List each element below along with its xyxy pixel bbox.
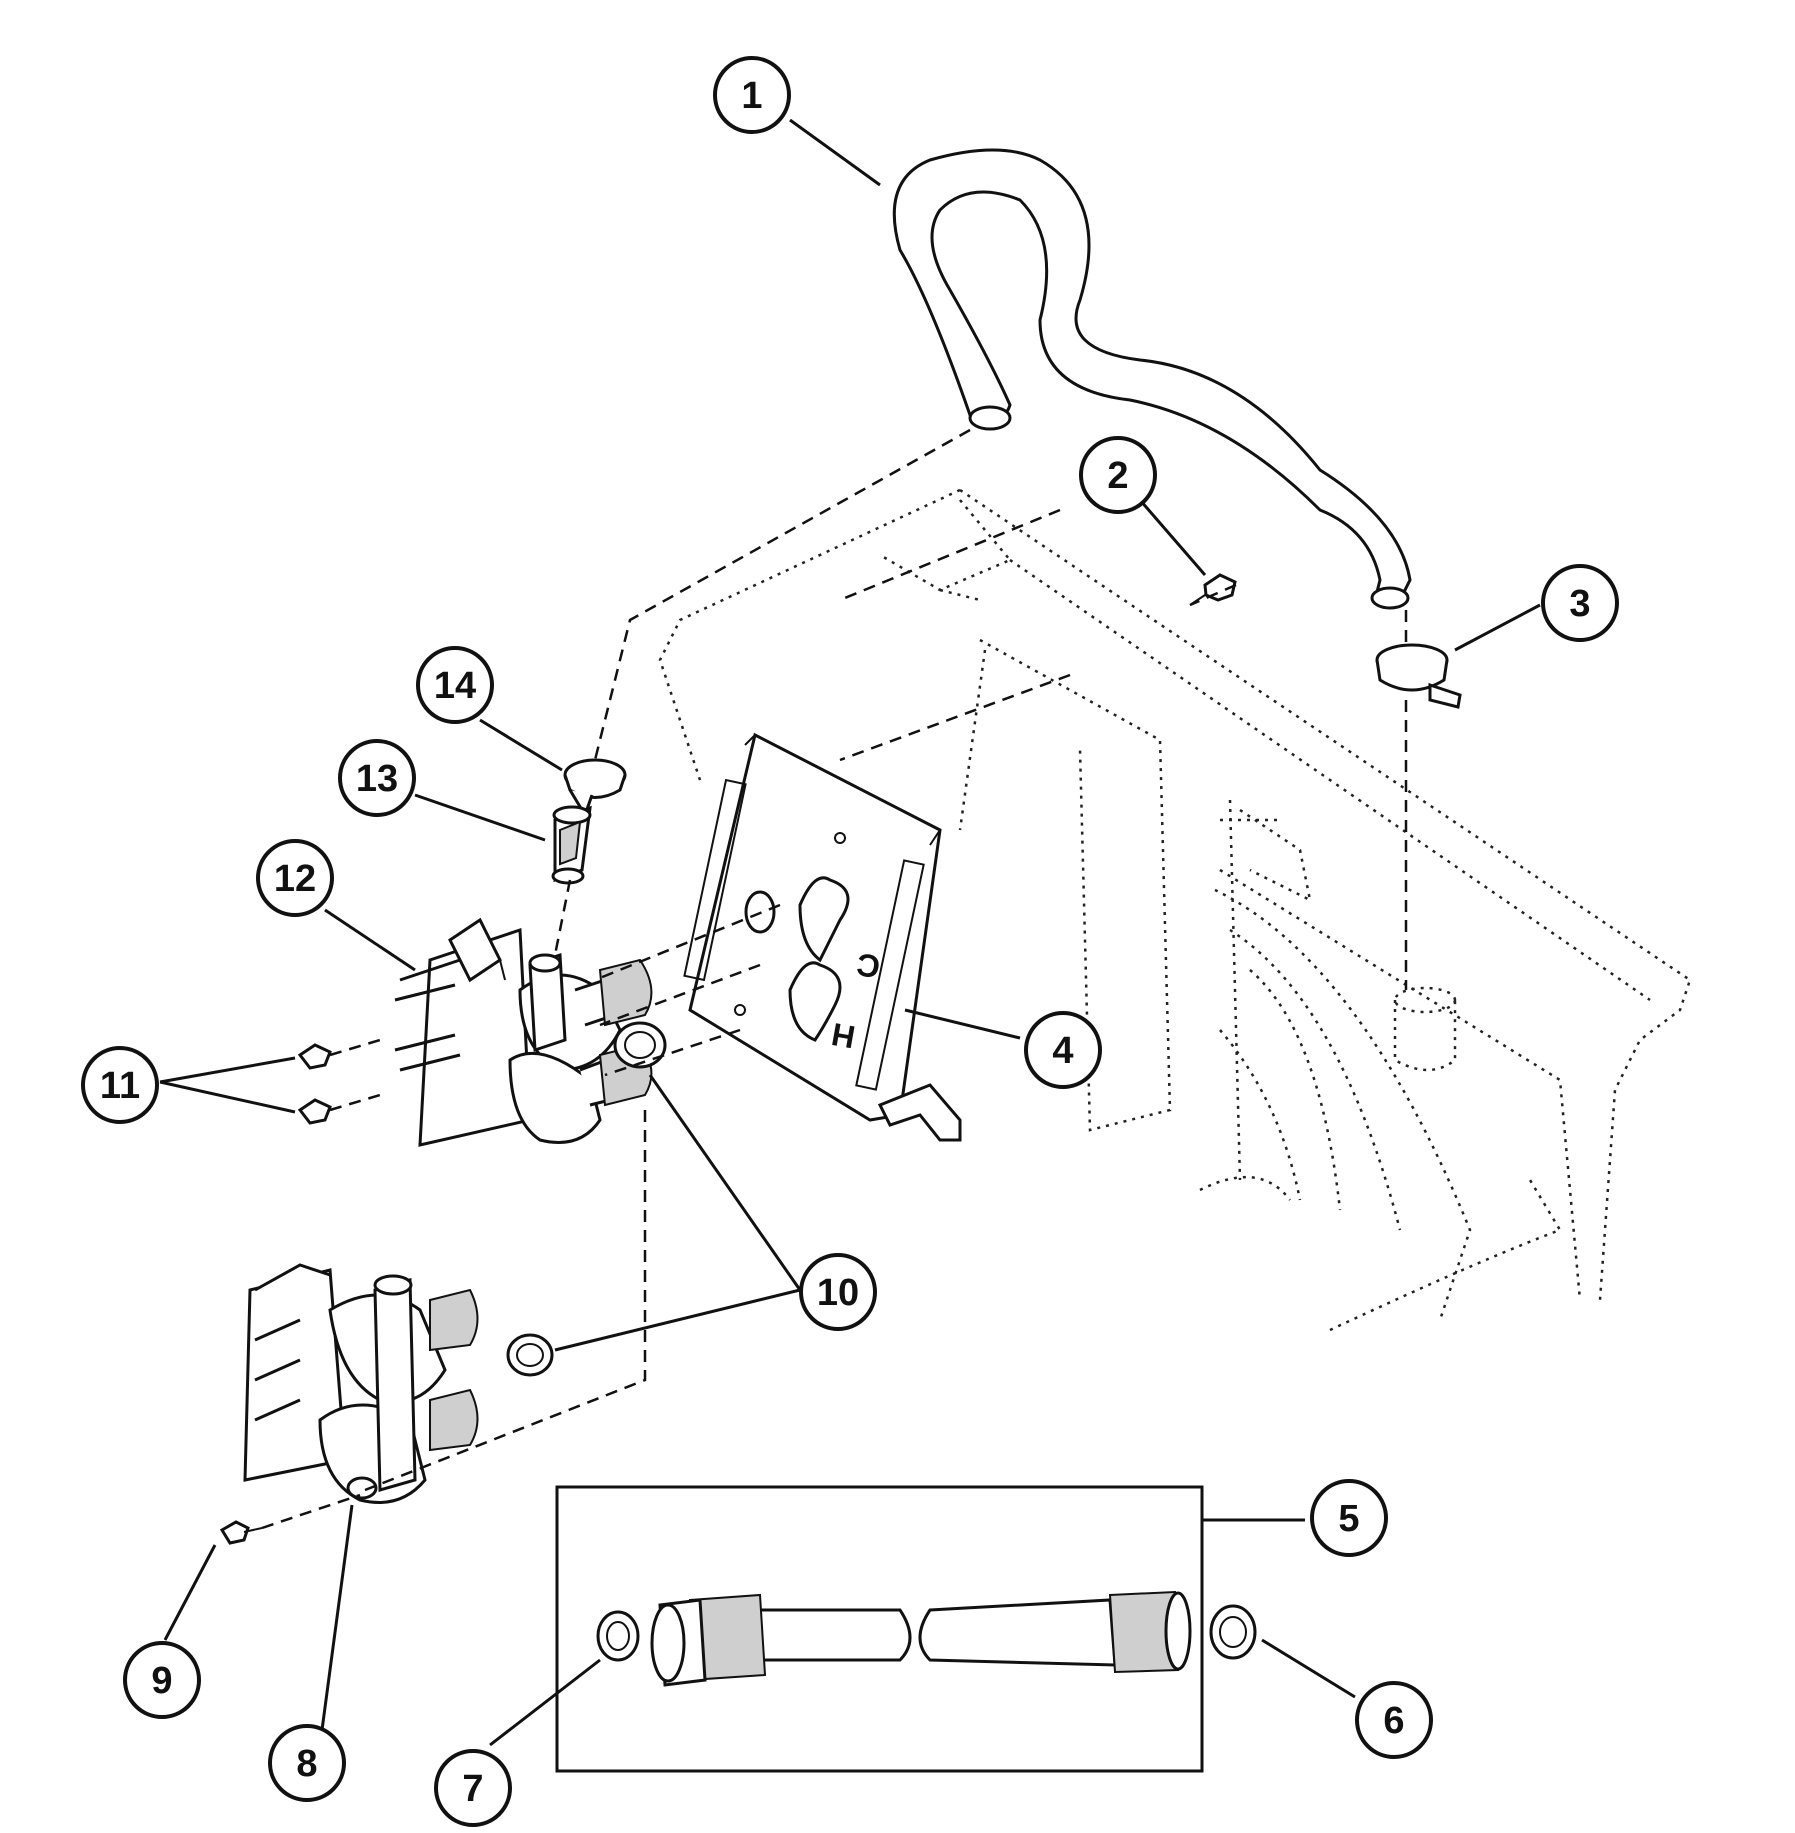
fill-hose bbox=[892, 148, 1412, 610]
callout-6: 6 bbox=[1355, 1681, 1433, 1759]
screw-part-2 bbox=[1189, 573, 1237, 606]
strainer-washer-part-6 bbox=[1209, 1604, 1257, 1660]
svg-text:2: 2 bbox=[1107, 455, 1128, 497]
water-valve-part-12 bbox=[394, 917, 653, 1147]
svg-text:8: 8 bbox=[296, 1743, 317, 1785]
callout-3: 3 bbox=[1541, 564, 1619, 642]
svg-text:3: 3 bbox=[1569, 583, 1590, 625]
svg-text:1: 1 bbox=[741, 75, 762, 117]
callout-9: 9 bbox=[123, 1641, 201, 1719]
strainer-washer-lower bbox=[506, 1333, 554, 1377]
callout-4: 4 bbox=[1024, 1011, 1102, 1089]
water-valve-part-8 bbox=[243, 1263, 479, 1504]
nozzle-part-13 bbox=[551, 805, 592, 885]
callout-1: 1 bbox=[713, 56, 791, 134]
callout-5: 5 bbox=[1310, 1479, 1388, 1557]
callout-14: 14 bbox=[416, 646, 494, 724]
svg-text:13: 13 bbox=[356, 758, 398, 800]
svg-text:4: 4 bbox=[1052, 1030, 1073, 1072]
leader-lines bbox=[159, 118, 1541, 1747]
svg-text:9: 9 bbox=[151, 1660, 172, 1702]
assembly-lines bbox=[261, 428, 1408, 1530]
callout-12: 12 bbox=[256, 839, 334, 917]
svg-text:12: 12 bbox=[274, 858, 316, 900]
callout-13: 13 bbox=[338, 739, 416, 817]
svg-text:7: 7 bbox=[462, 1768, 483, 1810]
washer-part-7 bbox=[596, 1610, 640, 1662]
svg-text:11: 11 bbox=[100, 1065, 140, 1107]
svg-text:5: 5 bbox=[1338, 1498, 1359, 1540]
valve-bracket-part-4: C H bbox=[683, 732, 962, 1142]
screws-part-11 bbox=[297, 1043, 332, 1125]
clamp-part-14 bbox=[563, 758, 627, 819]
hose-clamp-part-3 bbox=[1375, 643, 1462, 709]
screw-part-9 bbox=[219, 1520, 263, 1545]
svg-text:6: 6 bbox=[1383, 1700, 1404, 1742]
callout-11: 11 bbox=[81, 1046, 159, 1124]
svg-text:10: 10 bbox=[817, 1272, 859, 1314]
inlet-hose-kit-box bbox=[555, 1485, 1204, 1773]
strainer-washer-upper bbox=[613, 1021, 667, 1069]
callout-8: 8 bbox=[268, 1724, 346, 1802]
callout-10: 10 bbox=[799, 1253, 877, 1331]
callout-7: 7 bbox=[434, 1749, 512, 1827]
callout-2: 2 bbox=[1079, 436, 1157, 514]
svg-text:14: 14 bbox=[434, 665, 476, 707]
